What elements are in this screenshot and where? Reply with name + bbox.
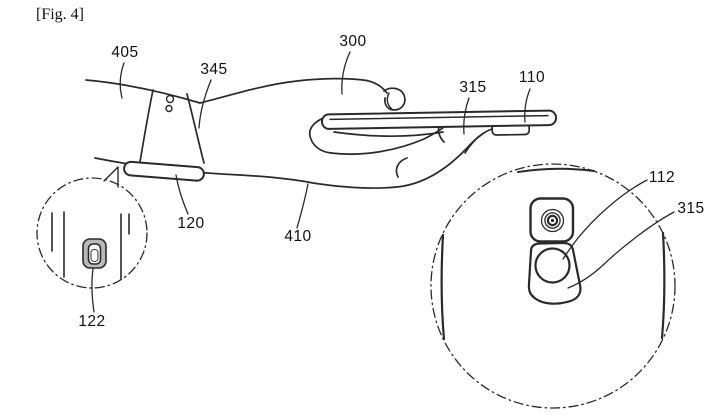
- camera-lens-outer-ring: [542, 210, 564, 232]
- camera-lens-dot: [550, 218, 555, 223]
- detail-circle-right: [431, 164, 675, 408]
- leader-line-410: [297, 184, 308, 228]
- leader-line-122: [92, 269, 94, 312]
- phone-body: [322, 110, 556, 129]
- leader-line-300: [342, 52, 350, 94]
- ref-label-122: 122: [78, 313, 106, 330]
- phone-left-edge-in-detail: [442, 235, 444, 339]
- heart-rate-sensor-circle: [536, 249, 570, 283]
- watch-band-right-edge: [187, 94, 204, 163]
- camera-lens-middle-ring: [545, 213, 560, 228]
- leader-line-405: [120, 63, 124, 98]
- leader-line-315-top: [464, 98, 469, 134]
- leader-line-120: [176, 175, 188, 214]
- ref-label-410: 410: [284, 228, 312, 245]
- ref-label-112: 112: [648, 169, 676, 186]
- ref-label-120: 120: [177, 215, 205, 232]
- ref-label-315-detail: 315: [677, 200, 705, 217]
- band-hole-icon: [166, 106, 172, 112]
- finger-contour-line: [331, 124, 448, 154]
- ref-label-315: 315: [459, 79, 487, 96]
- pinky-finger-inner-line: [465, 133, 484, 153]
- watch-band-bottom-bar: [124, 161, 205, 181]
- leader-line-110: [525, 89, 530, 122]
- camera-lens-inner-ring: [548, 216, 557, 225]
- forearm-bottom-and-palm-line: [95, 129, 492, 188]
- leader-line-112: [563, 180, 647, 259]
- figure-caption: [Fig. 4]: [36, 6, 84, 23]
- phone-right-edge-in-detail: [662, 233, 664, 338]
- phone-top-face-line: [330, 116, 548, 120]
- ref-label-345: 345: [200, 61, 228, 78]
- leader-line-345: [199, 80, 211, 128]
- ref-label-110: 110: [518, 69, 546, 86]
- thumb-nail-line: [387, 93, 392, 109]
- thumb-tip-outline: [384, 88, 405, 110]
- palm-fold-stroke: [396, 158, 407, 177]
- leader-line-315-detail: [568, 212, 674, 288]
- detail-circle-left: [37, 178, 147, 288]
- band-hole-icon: [167, 96, 174, 103]
- fingertips-row-line: [334, 132, 443, 136]
- ref-label-300: 300: [339, 33, 367, 50]
- watch-band-left-edge: [140, 90, 153, 162]
- magnifier-pointer-left: [104, 167, 118, 187]
- ref-label-405: 405: [111, 44, 139, 61]
- band-sensor-inner-slot: [91, 250, 98, 262]
- index-finger-outline: [310, 116, 331, 153]
- phone-top-edge-in-detail: [518, 169, 594, 172]
